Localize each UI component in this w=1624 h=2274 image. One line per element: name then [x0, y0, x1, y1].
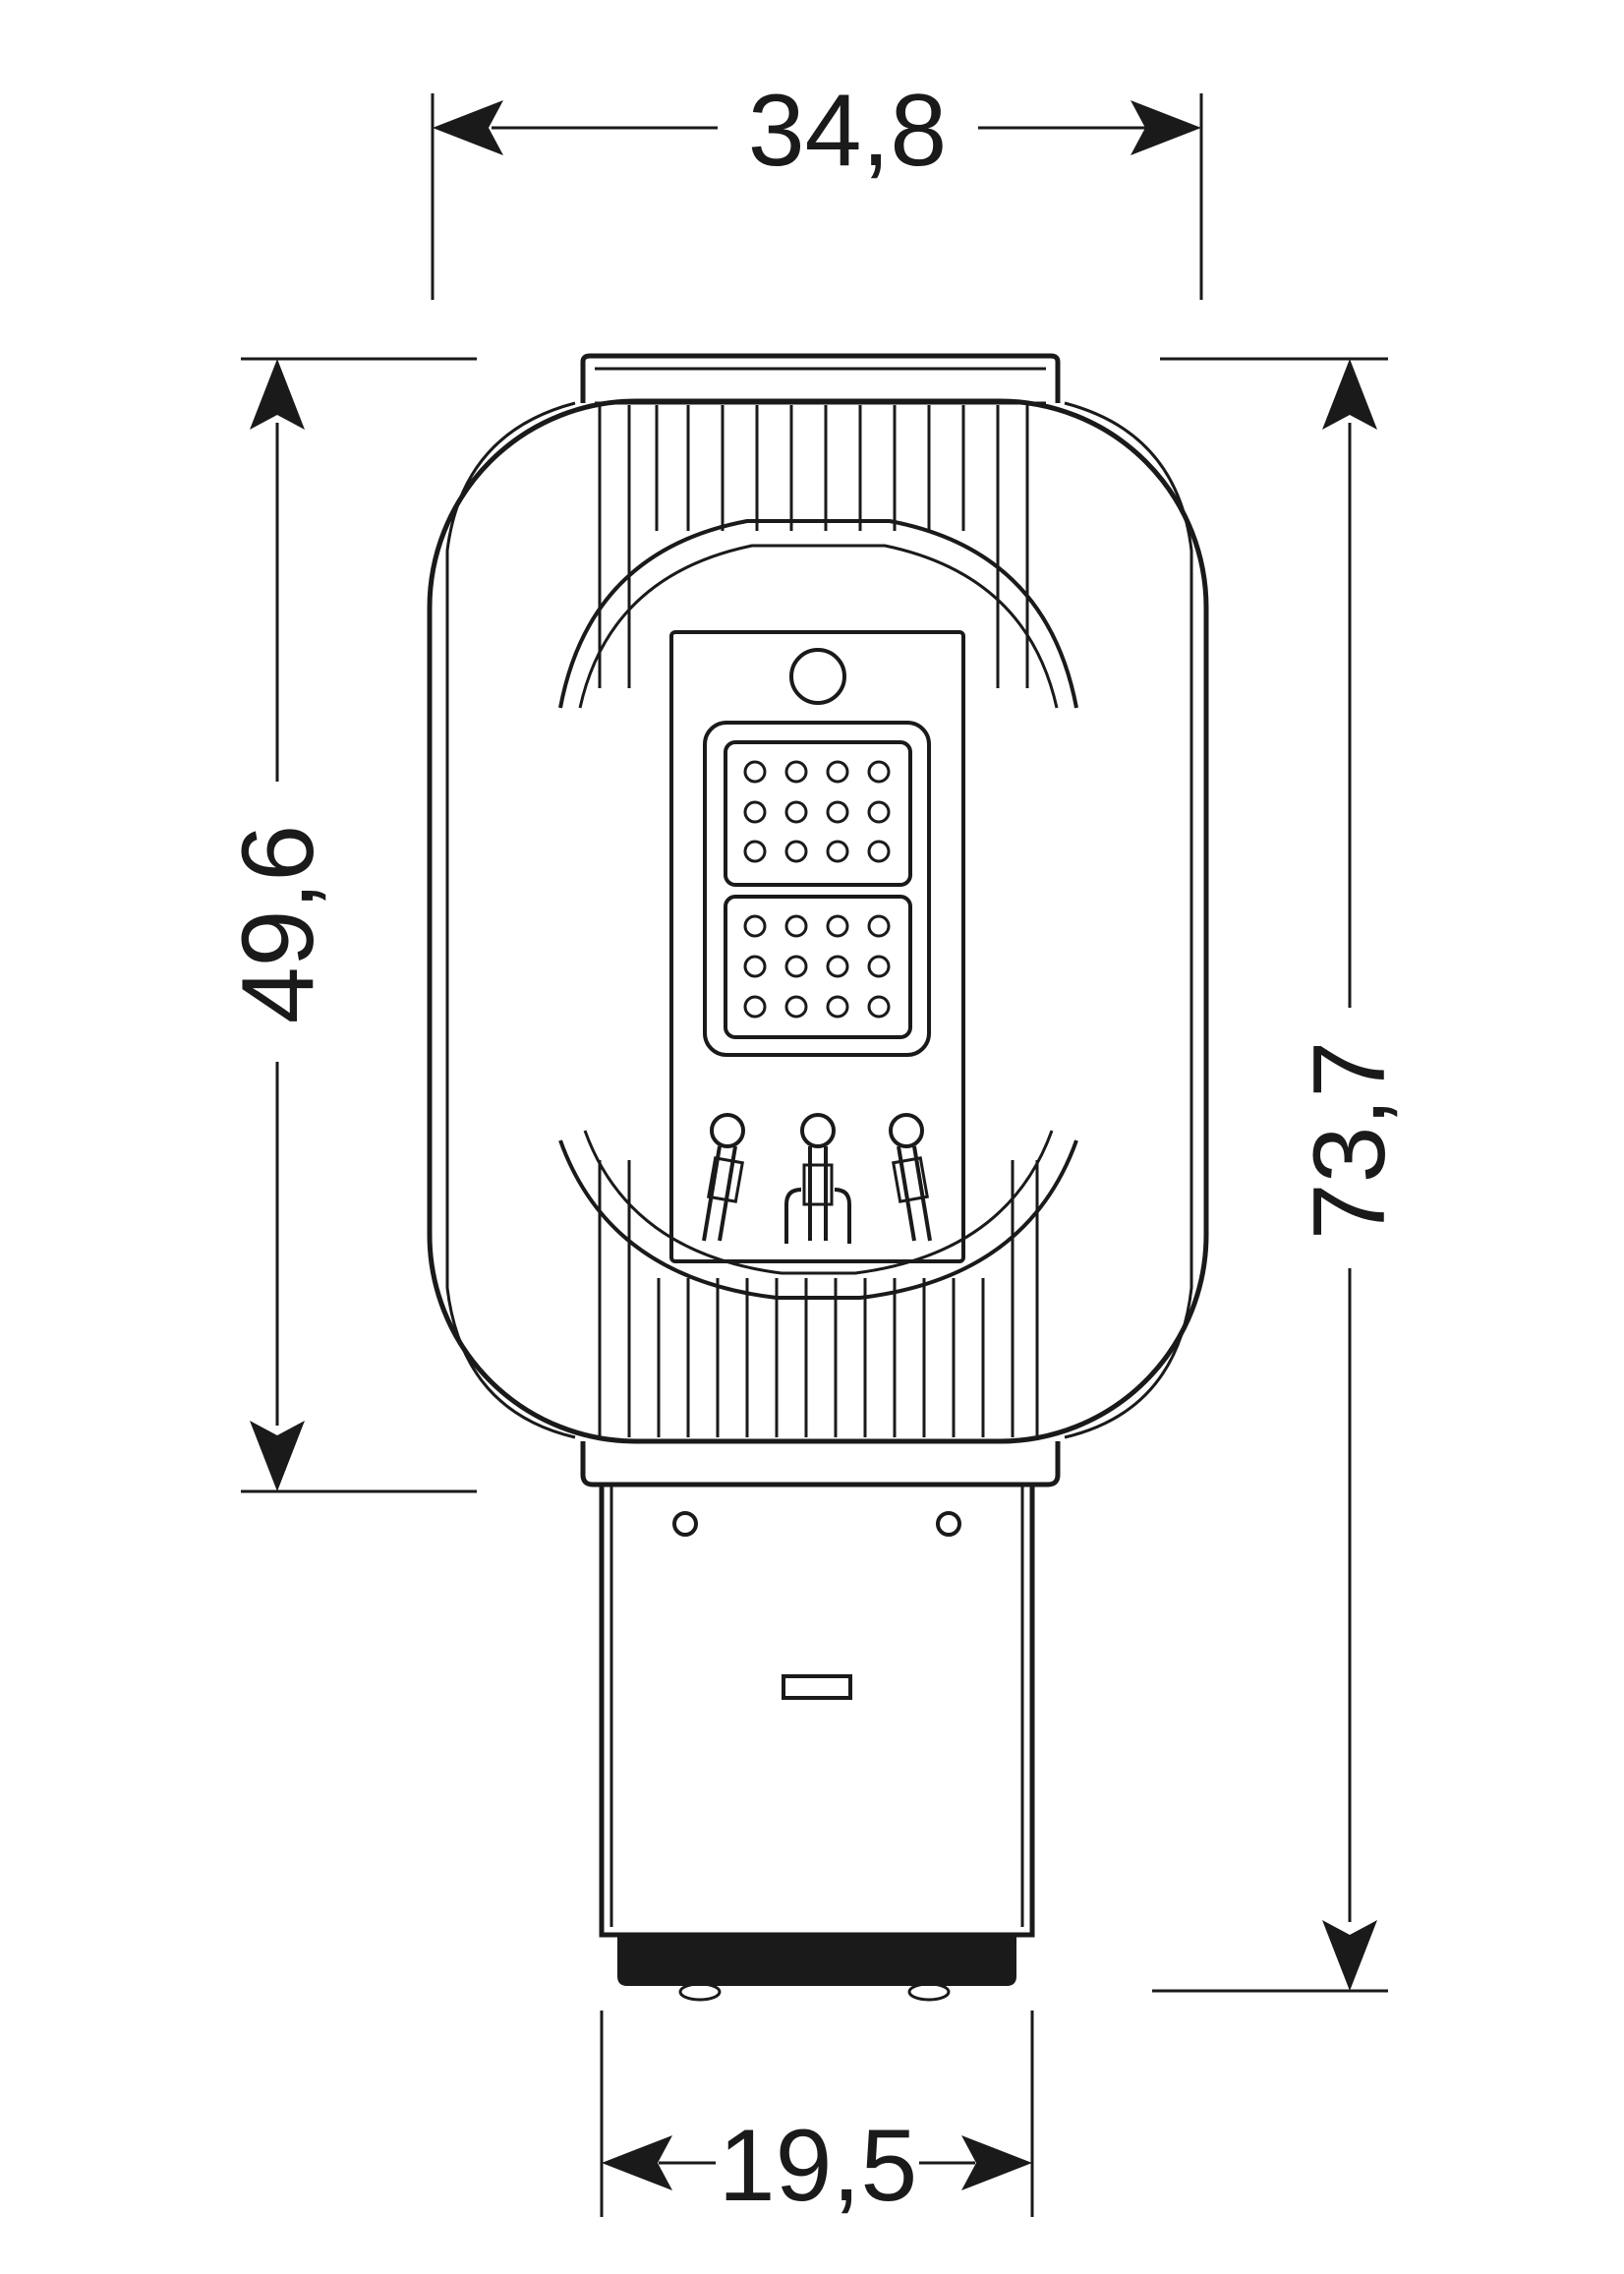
led-dot [826, 800, 849, 824]
bulb-top-cap [580, 353, 1061, 403]
heat-sink-fins-top [598, 405, 1029, 688]
contact-right [907, 1982, 951, 2002]
base-pin-left [672, 1511, 698, 1537]
led-dot [784, 800, 808, 824]
arrowhead-left [433, 100, 503, 155]
led-chip-outer [703, 721, 931, 1057]
led-bulb-illustration [427, 353, 1209, 2002]
dimension-label-body-height: 49,6 [221, 825, 335, 1023]
dimension-label-top-width: 34,8 [748, 74, 947, 188]
dimension-body-height: 49,6 [221, 357, 477, 1493]
led-dot [867, 800, 891, 824]
led-dot [826, 955, 849, 978]
led-mounting-plate [669, 630, 965, 1263]
led-dot [826, 840, 849, 863]
base-pin-right [936, 1511, 961, 1537]
led-dot [784, 914, 808, 938]
dimension-label-base-width: 19,5 [719, 2109, 917, 2223]
arrowhead-down [250, 1421, 305, 1491]
led-dot [867, 760, 891, 784]
led-dot [867, 995, 891, 1019]
contact-left [678, 1982, 722, 2002]
wire-terminal-left [702, 1113, 745, 1242]
base-contact-plate [617, 1935, 1016, 1986]
led-chip-upper [724, 740, 912, 887]
heat-sink-fins-bottom [598, 1160, 1039, 1437]
led-dot [867, 840, 891, 863]
led-dot [867, 914, 891, 938]
led-dot [867, 955, 891, 978]
dimension-label-total-height: 73,7 [1293, 1041, 1407, 1240]
arrowhead-down [1322, 1920, 1377, 1991]
led-dot [743, 995, 767, 1019]
dimension-total-height: 73,7 [1152, 357, 1407, 1993]
led-dot [784, 995, 808, 1019]
led-dot [784, 840, 808, 863]
arrowhead-left [602, 2135, 672, 2190]
arrowhead-right [1131, 100, 1201, 155]
arrowhead-up [250, 359, 305, 430]
led-chip-lower [724, 895, 912, 1039]
led-dot [743, 914, 767, 938]
led-dot [826, 995, 849, 1019]
base-slot [782, 1674, 852, 1700]
wire-terminal-center [784, 1113, 851, 1244]
led-dot [743, 955, 767, 978]
led-dot [784, 955, 808, 978]
dimension-top-width: 34,8 [431, 74, 1203, 300]
wire-terminal-right [889, 1113, 932, 1242]
bulb-metal-base [599, 1485, 1035, 1938]
led-dot [743, 840, 767, 863]
dimension-base-width: 19,5 [600, 2011, 1034, 2223]
led-dot [743, 760, 767, 784]
led-dot [826, 914, 849, 938]
bulb-collar [580, 1441, 1061, 1487]
led-dot [784, 760, 808, 784]
arrowhead-up [1322, 359, 1377, 430]
arrowhead-right [961, 2135, 1032, 2190]
bulb-body-outline [427, 398, 1209, 1444]
led-dot [826, 760, 849, 784]
led-emitter-dots [743, 760, 891, 1019]
mount-hole [789, 648, 846, 705]
led-dot [743, 800, 767, 824]
